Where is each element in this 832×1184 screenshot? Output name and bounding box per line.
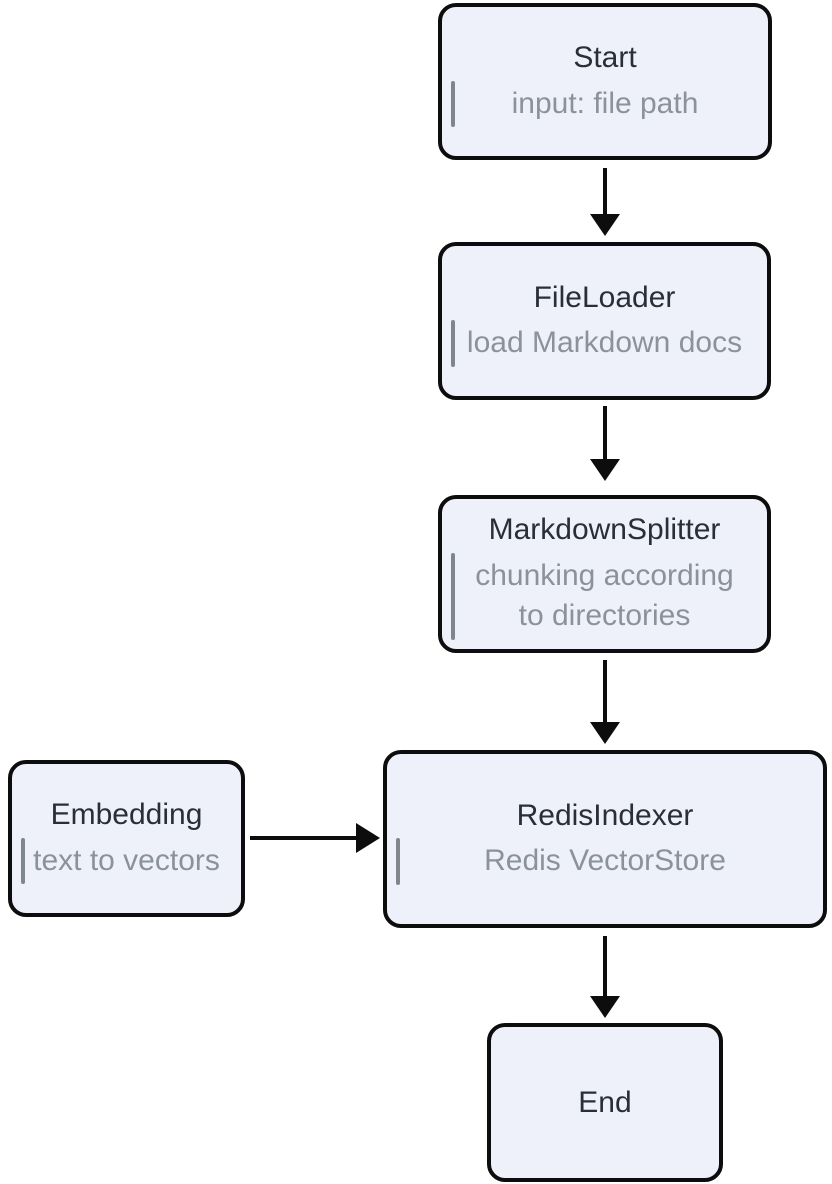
subtitle-accent-bar <box>451 552 455 640</box>
node-end-title: End <box>578 1085 632 1119</box>
subtitle-accent-bar <box>451 80 455 127</box>
node-file-loader-subtitle-row: load Markdown docs <box>442 320 767 367</box>
node-file-loader-title: FileLoader <box>533 280 676 314</box>
node-start-subtitle: input: file path <box>511 86 699 120</box>
node-embedding[interactable]: Embedding text to vectors <box>8 760 245 917</box>
subtitle-accent-bar <box>396 838 400 885</box>
edge-fileloader-to-markdownsplitter <box>590 406 620 481</box>
edge-shaft <box>603 936 607 998</box>
arrowhead-down-icon <box>590 722 620 744</box>
node-start[interactable]: Start input: file path <box>438 3 772 160</box>
subtitle-accent-bar <box>21 837 25 884</box>
node-end[interactable]: End <box>487 1023 723 1182</box>
edge-markdownsplitter-to-redisindexer <box>590 660 620 744</box>
node-embedding-subtitle-row: text to vectors <box>12 837 241 884</box>
node-redis-indexer-subtitle-row: Redis VectorStore <box>387 838 823 885</box>
arrowhead-down-icon <box>590 459 620 481</box>
node-start-subtitle-row: input: file path <box>442 80 768 127</box>
node-redis-indexer-title: RedisIndexer <box>516 798 694 832</box>
node-embedding-subtitle: text to vectors <box>33 843 220 877</box>
edge-start-to-fileloader <box>590 168 620 236</box>
node-redis-indexer[interactable]: RedisIndexer Redis VectorStore <box>383 750 827 928</box>
edge-embedding-to-redisindexer <box>250 823 380 853</box>
node-embedding-title: Embedding <box>50 798 203 831</box>
subtitle-accent-bar <box>451 320 455 367</box>
edge-redisindexer-to-end <box>590 936 620 1018</box>
edge-shaft <box>250 836 360 840</box>
node-markdown-splitter[interactable]: MarkdownSplitter chunking according to d… <box>438 495 771 653</box>
node-markdown-splitter-title: MarkdownSplitter <box>488 513 721 547</box>
node-file-loader[interactable]: FileLoader load Markdown docs <box>438 242 771 400</box>
edge-shaft <box>603 660 607 724</box>
edge-shaft <box>603 406 607 461</box>
node-redis-indexer-subtitle: Redis VectorStore <box>484 844 726 877</box>
node-markdown-splitter-subtitle: chunking according to directories <box>475 558 734 633</box>
arrowhead-right-icon <box>356 823 380 853</box>
arrowhead-down-icon <box>590 214 620 236</box>
arrowhead-down-icon <box>590 996 620 1018</box>
node-start-title: Start <box>573 41 637 74</box>
edge-shaft <box>603 168 607 216</box>
node-file-loader-subtitle: load Markdown docs <box>466 326 743 359</box>
node-markdown-splitter-subtitle-row: chunking according to directories <box>442 552 767 640</box>
